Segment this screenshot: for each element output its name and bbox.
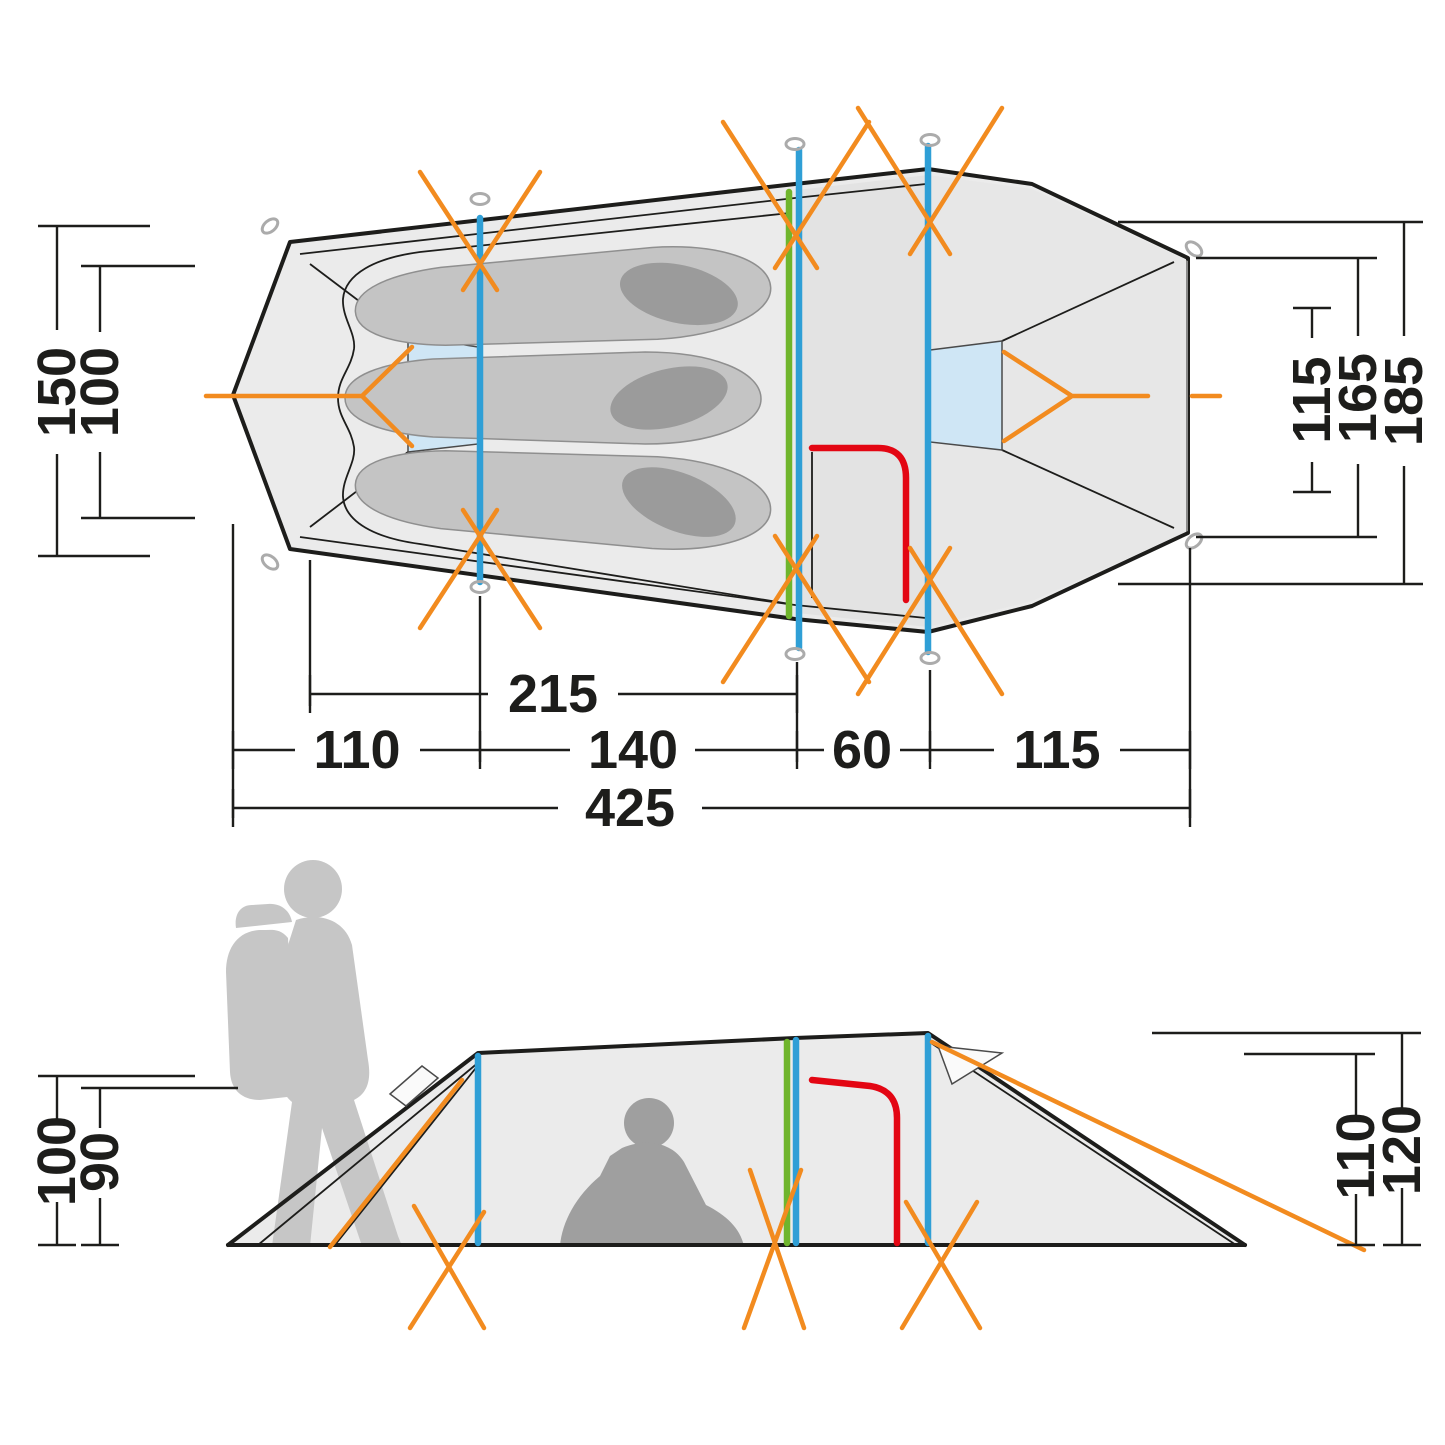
peg-loop: [784, 647, 806, 661]
hiker-backpack-flap: [235, 903, 292, 928]
hiker-body: [272, 917, 402, 1246]
sitting-person-silhouette: [560, 1098, 744, 1246]
sleeping-mats: [344, 246, 772, 550]
peg-loop: [1184, 532, 1204, 550]
dim-height-90-lines: [81, 1086, 238, 1247]
dim-label-total-425: 425: [585, 778, 675, 838]
top-view-dimensions: 150 100 115 165 185 215 110 140 60 115 4…: [27, 220, 1434, 838]
top-view: 150 100 115 165 185 215 110 140 60 115 4…: [27, 105, 1434, 838]
side-vent: [936, 1045, 1005, 1086]
side-view: 100 90 110 120: [27, 860, 1432, 1331]
right-door-window: [929, 340, 1003, 451]
dim-label-width-185: 185: [1374, 356, 1434, 446]
hiker-arm: [318, 958, 356, 1060]
dim-label-height-100: 100: [27, 1116, 87, 1206]
peg-loops-top-view: [260, 133, 1204, 665]
peg-loop: [919, 651, 941, 665]
dim-label-length-215: 215: [508, 664, 598, 724]
inner-slope-lines: [257, 1040, 1237, 1246]
guy-lines-top-view: [203, 105, 1223, 697]
dim-segment-row-lines: [231, 731, 1192, 769]
dim-label-width-100: 100: [70, 347, 130, 437]
guy-lines-side-view: [327, 1039, 1367, 1331]
left-guy-y: [203, 344, 415, 449]
dim-label-height-120: 120: [1372, 1105, 1432, 1195]
pillow: [610, 366, 728, 430]
dim-165-lines: [1196, 256, 1377, 539]
dim-height-110-lines: [1244, 1052, 1375, 1247]
dim-label-height-90: 90: [70, 1132, 130, 1192]
dim-150-lines: [38, 224, 150, 558]
dim-label-seg-140: 140: [588, 720, 678, 780]
right-vestibule-floor: [928, 175, 1188, 627]
pillow: [622, 467, 736, 537]
dim-label-seg-115: 115: [1013, 720, 1100, 780]
side-view-dimensions: 100 90 110 120: [27, 1031, 1432, 1247]
pole-guy-crossings: [417, 105, 1005, 697]
peg-loop: [469, 192, 491, 206]
hiker-head: [284, 860, 342, 918]
hiker-backpack: [226, 929, 296, 1100]
peg-loop: [469, 580, 491, 594]
sitting-person-body: [560, 1142, 744, 1246]
dim-label-seg-110: 110: [313, 720, 400, 780]
mid-vestibule-floor: [797, 175, 928, 627]
peg-loop: [919, 133, 941, 147]
dim-185-lines: [1118, 220, 1423, 586]
dim-215-lines: [308, 675, 799, 713]
zipper-line-side-view: [808, 1076, 901, 1247]
dim-height-120-lines: [1152, 1031, 1421, 1247]
dim-100-lines: [81, 264, 195, 520]
dim-115-right-lines: [1293, 306, 1331, 494]
sleeping-mat: [354, 449, 772, 550]
zipper-line-top-view: [808, 444, 910, 604]
pole-arcs-side-view: [474, 1032, 932, 1247]
dim-label-width-115: 115: [1282, 356, 1342, 443]
peg-loop: [260, 553, 280, 571]
dim-label-seg-60: 60: [832, 720, 892, 780]
dim-label-width-150: 150: [27, 347, 87, 437]
tent-side-fill: [228, 1033, 1245, 1245]
dim-425-lines: [231, 789, 1192, 827]
dim-height-100-lines: [38, 1074, 195, 1247]
standing-hiker-silhouette: [226, 860, 402, 1246]
dim-label-height-110: 110: [1326, 1112, 1386, 1199]
pillow: [619, 262, 738, 326]
dim-label-width-165: 165: [1328, 353, 1388, 443]
sitting-person-head: [624, 1098, 674, 1148]
peg-loop: [260, 217, 280, 235]
sleeping-mat: [354, 246, 772, 347]
peg-loop: [1184, 240, 1204, 258]
side-window: [388, 1065, 440, 1107]
right-guy-y: [1001, 349, 1223, 444]
peg-loop: [784, 137, 806, 151]
sleeping-mat: [344, 351, 762, 445]
